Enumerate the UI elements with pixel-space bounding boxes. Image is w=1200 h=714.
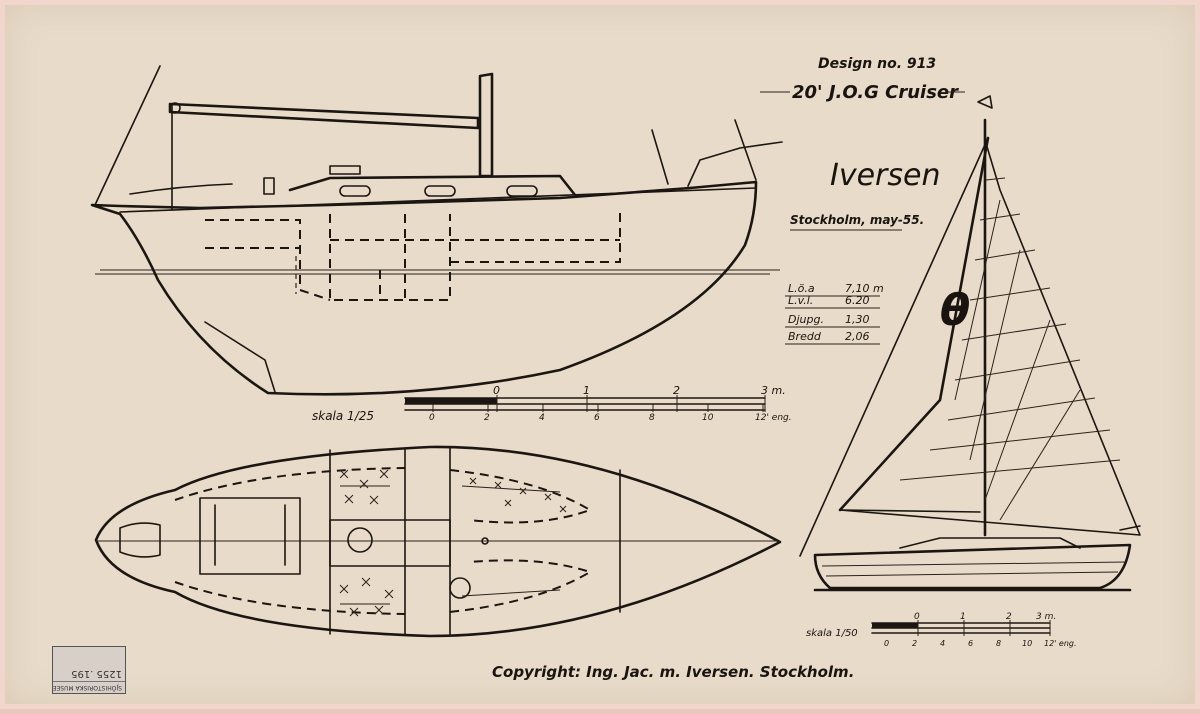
mainsail-luff — [838, 136, 990, 512]
cabin-roof — [329, 519, 451, 567]
deck-dash-1 — [174, 467, 406, 501]
sail-plan-waterline-2 — [825, 571, 1119, 577]
main-boom — [839, 509, 981, 513]
bow-pulpit-small — [1119, 525, 1141, 531]
scale-large-label: skala 1/25 — [312, 409, 374, 423]
scale-large-m0: 0 — [493, 384, 500, 397]
dim-label-loa: L.ö.a — [788, 282, 815, 295]
scale-large-f6: 12' eng. — [755, 413, 792, 423]
interior-dash-1 — [205, 219, 331, 301]
scale-large-f2: 4 — [539, 413, 545, 423]
porthole-2 — [424, 185, 456, 197]
scale-small-m3: 3 m. — [1036, 612, 1056, 622]
scale-small-label: skala 1/50 — [806, 628, 858, 639]
scale-small-f4: 8 — [996, 639, 1001, 648]
sail-plan-view: θ — [799, 95, 1141, 592]
sail-panel-diagonals — [954, 199, 1081, 521]
backstay — [94, 65, 161, 206]
scale-small-f1: 2 — [912, 639, 917, 648]
scale-large-f5: 10 — [702, 413, 714, 423]
dim-value-beam: 2,06 — [845, 330, 870, 343]
scale-large-f3: 6 — [594, 413, 600, 423]
scale-small-m0: 0 — [914, 612, 920, 622]
ventilator — [449, 577, 471, 599]
forestay — [734, 119, 757, 181]
dimensions-table: L.ö.a 7,10 m L.v.l. 6.20 Djupg. 1,30 Bre… — [785, 282, 884, 345]
bow-fitting — [119, 522, 161, 558]
scale-large-m1: 1 — [583, 384, 590, 397]
dim-label-lwl: L.v.l. — [788, 294, 813, 307]
sail-plan-waterline-1 — [821, 561, 1127, 567]
sail-plan-cabin — [899, 537, 1081, 549]
cabin-top — [288, 174, 577, 197]
boom-end — [169, 102, 181, 114]
cushion-cross-marks — [339, 469, 567, 617]
scale-bar-large: skala 1/25 0 1 2 3 m. 0 2 4 6 8 10 12' e… — [312, 384, 792, 423]
scale-large-m2: 2 — [673, 384, 680, 397]
designer-signature: Iversen — [830, 158, 941, 193]
deck-details — [340, 485, 561, 605]
backstay-sail — [799, 137, 989, 557]
sail-plan-hull — [813, 543, 1132, 590]
genoa-outline — [839, 139, 1141, 536]
scale-small-f6: 12' eng. — [1044, 639, 1077, 648]
mast-stub — [478, 72, 494, 178]
stamp-number: 1255 .195 — [71, 668, 122, 679]
forehatch — [347, 527, 373, 553]
scale-small-f5: 10 — [1022, 639, 1032, 648]
sail-number-mark: θ — [940, 285, 970, 336]
dim-label-draft: Djupg. — [788, 313, 824, 326]
copyright-line: Copyright: Ing. Jac. m. Iversen. Stockho… — [492, 663, 854, 681]
stamp-text: SJÖHISTORISKA MUSEET — [52, 681, 125, 693]
masthead-flag — [977, 95, 993, 109]
scale-large-m3: 3 m. — [761, 384, 786, 397]
deck-dash-4 — [449, 559, 593, 613]
cockpit — [199, 497, 301, 575]
title-block: Design no. 913 20' J.O.G Cruiser Iversen… — [760, 56, 965, 231]
scale-bar-small: skala 1/50 0 1 2 3 m. 0 2 4 6 8 10 12' e… — [806, 612, 1077, 648]
stay-fwd — [651, 129, 669, 185]
scale-small-m1: 1 — [960, 612, 966, 622]
pulpit — [687, 141, 783, 187]
scale-large-f1: 2 — [484, 413, 490, 423]
tiller — [129, 183, 233, 195]
interior-dash-3 — [329, 214, 451, 301]
design-title: 20' J.O.G Cruiser — [792, 82, 959, 103]
scale-small-m2: 2 — [1006, 612, 1012, 622]
hatch — [329, 165, 361, 175]
hull-outline — [90, 180, 758, 396]
deck-dash-2 — [174, 581, 406, 615]
winch — [263, 177, 275, 195]
cockpit-seats — [214, 504, 286, 566]
boom — [168, 102, 480, 130]
dim-value-loa: 7,10 m — [845, 282, 884, 295]
deck-outline — [94, 445, 782, 638]
keel-line — [204, 321, 276, 393]
interior-dash-7 — [450, 210, 621, 263]
dim-value-lwl: 6.20 — [845, 294, 870, 307]
dim-value-draft: 1,30 — [845, 313, 870, 326]
scale-large-f0: 0 — [429, 413, 435, 423]
place-date: Stockholm, may-55. — [790, 213, 924, 227]
sail-panel-lines — [899, 177, 1121, 481]
dim-label-beam: Bredd — [788, 330, 822, 343]
scale-small-f3: 6 — [968, 639, 973, 648]
scale-small-f0: 0 — [884, 639, 889, 648]
deck-dash-3 — [449, 469, 593, 524]
porthole-1 — [339, 185, 371, 197]
design-number: Design no. 913 — [818, 56, 936, 72]
deck-stations — [329, 449, 621, 635]
museum-stamp: SJÖHISTORISKA MUSEET 1255 .195 — [52, 646, 126, 694]
sheer-line — [119, 187, 757, 213]
scale-large-f4: 8 — [649, 413, 655, 423]
porthole-3 — [506, 185, 538, 197]
hull-profile-view — [90, 65, 783, 396]
mast-step — [481, 537, 489, 545]
deck-plan-view — [94, 445, 782, 638]
scale-small-f2: 4 — [940, 639, 945, 648]
